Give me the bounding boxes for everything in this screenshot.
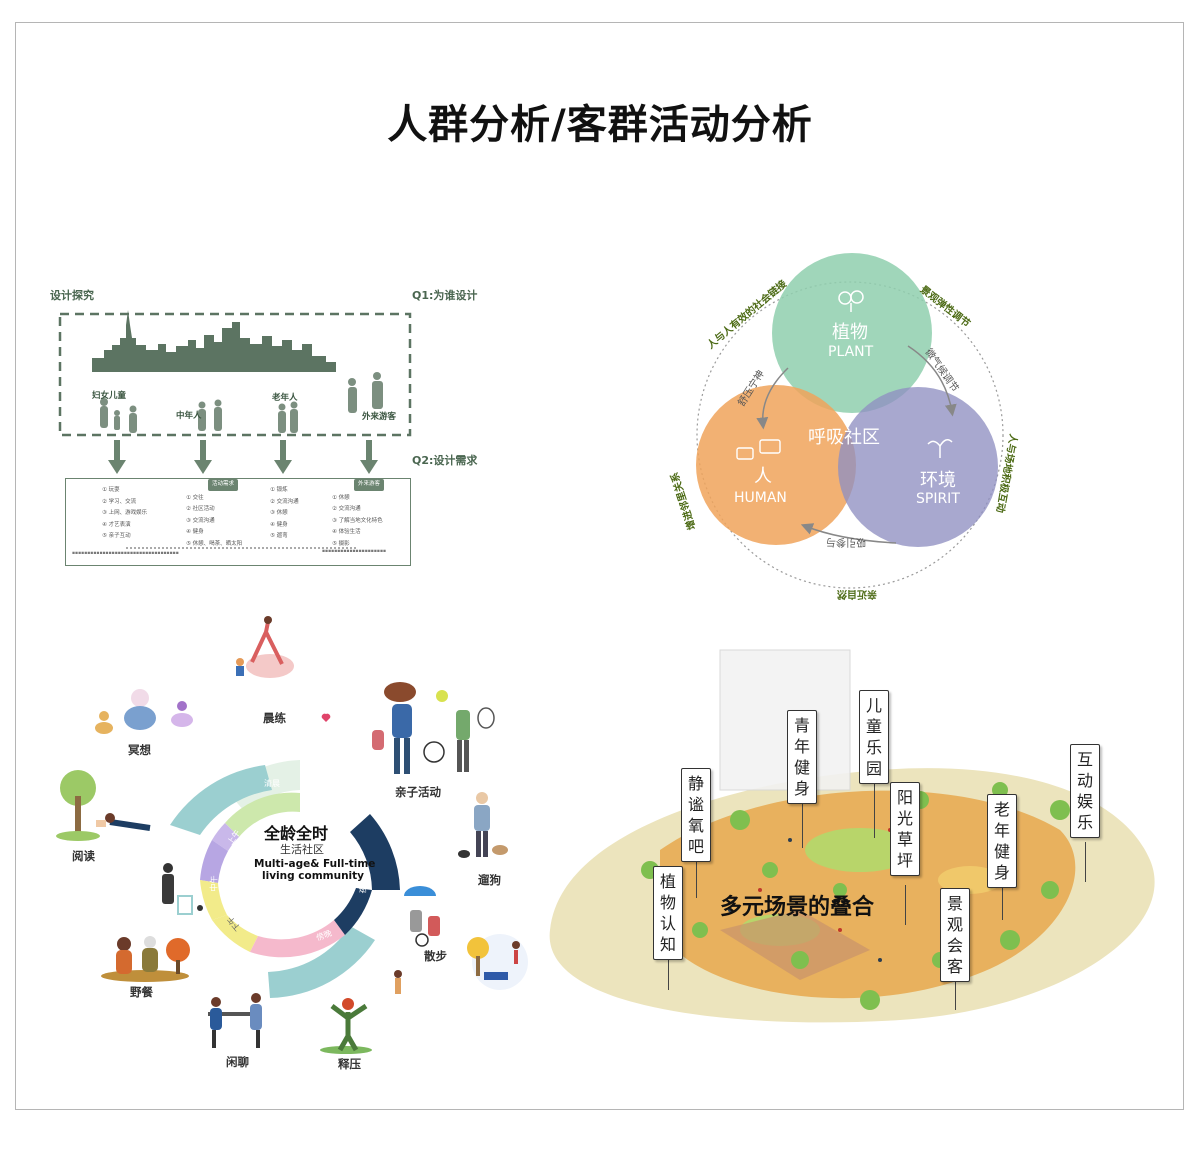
needs-table: ① 玩耍 ② 学习、交流 ③ 上网、游戏娱乐 ④ 才艺表演 ⑤ 亲子互动 活动需… [65, 478, 411, 566]
morning-exercise-illustration [236, 616, 294, 678]
activity-label: 阅读 [72, 849, 95, 863]
group-visitors: 外来游客 [362, 412, 397, 422]
need-item: ② 学习、交流 [102, 498, 137, 505]
picnic-illustration [101, 936, 190, 982]
reading-illustration [56, 770, 151, 841]
need-item: ④ 健身 [270, 521, 288, 528]
center-label: 呼吸社区 [808, 427, 880, 448]
need-item: ③ 了解当地文化特色 [332, 517, 383, 524]
sprout-icon [927, 439, 953, 458]
need-item: ⑤ 遛弯 [270, 533, 288, 539]
human-circle [696, 385, 856, 545]
activity-label: 冥想 [128, 743, 151, 757]
q1-label: Q1:为谁设计 [412, 289, 478, 302]
group-elderly: 老年人 [272, 393, 298, 403]
heart-icon [321, 713, 331, 722]
design-explore-label: 设计探究 [50, 289, 94, 302]
need-item: ① 休憩 [332, 494, 350, 501]
skyline-illustration [58, 310, 412, 474]
page-title: 人群分析/客群活动分析 [387, 102, 813, 148]
group-women-children: 妇女儿童 [92, 391, 127, 401]
plant-icon [838, 290, 864, 312]
ring-segment-label: 清晨 [264, 779, 280, 788]
spirit-en: SPIRIT [916, 491, 960, 507]
activity-label: 散步 [424, 949, 447, 963]
strolling-illustration [404, 886, 440, 947]
q2-label: Q2:设计需求 [412, 454, 478, 467]
design-exploration-panel: 设计探究 Q1:为谁设计 Q2:设计需求 妇女儿童 中年人 老年人 外来游客 [0, 0, 600, 600]
venn-svg [696, 253, 1004, 589]
activity-label: 野餐 [130, 985, 153, 999]
need-item: ④ 才艺表演 [102, 521, 131, 528]
spirit-cn: 环境 [920, 470, 956, 491]
needs-column-3: ① 锻炼 ② 交流沟通 ③ 休憩 ④ 健身 ⑤ 遛弯 [270, 485, 350, 543]
ring-segment-label: 中午 [209, 875, 219, 892]
need-item: ⑤ 摄影 [332, 540, 350, 547]
breathing-community-diagram: 植物 PLANT 人 HUMAN 环境 SPIRIT 呼吸社区 舒压宁神 微气候… [600, 240, 1200, 620]
plant-en: PLANT [828, 344, 874, 360]
need-item: ① 玩耍 [102, 487, 120, 493]
need-item: ③ 休憩 [270, 510, 288, 516]
outer-arc-label: 亲近自然 [837, 588, 877, 599]
stress-relief-illustration [320, 970, 402, 1054]
activity-label: 晨练 [263, 711, 286, 725]
ring-center-sub: 生活社区 [280, 843, 324, 856]
meditation-illustration [95, 689, 193, 734]
needs-column-4: 外来游客 ① 休憩 ② 交流沟通 ③ 了解当地文化特色 ④ 体验生活 ⑤ 摄影 [332, 479, 412, 550]
needs-column-2: 活动需求 ① 交往 ② 社区活动 ③ 交流沟通 ④ 健身 ⑤ 休憩、喝茶、晒太阳 [186, 479, 266, 550]
need-item: ② 交流沟通 [270, 498, 299, 505]
need-item: ④ 健身 [186, 529, 204, 535]
parent-child-illustration [372, 682, 495, 774]
need-item: ② 交流沟通 [332, 506, 361, 512]
activity-label: 闲聊 [226, 1055, 249, 1069]
inner-arrow-label: 吸引参与 [826, 536, 866, 547]
needs-column-head: 外来游客 [354, 479, 385, 491]
page-frame [15, 22, 1184, 1110]
need-item: ① 交往 [186, 494, 204, 501]
chatting-illustration [208, 993, 262, 1048]
park-bench-illustration [467, 934, 528, 990]
time-ring-svg [56, 616, 528, 1054]
activity-label: 亲子活动 [395, 785, 441, 799]
need-item: ③ 交流沟通 [186, 517, 215, 524]
need-item: ③ 上网、游戏娱乐 [102, 510, 148, 516]
needs-column-1: ① 玩耍 ② 学习、交流 ③ 上网、游戏娱乐 ④ 才艺表演 ⑤ 亲子互动 [102, 485, 182, 543]
human-en: HUMAN [734, 490, 787, 506]
ring-center-en1: Multi-age& Full-time [254, 858, 376, 870]
need-item: ② 社区活动 [186, 506, 215, 512]
need-item: ⑤ 休憩、喝茶、晒太阳 [186, 540, 243, 547]
needs-column-head: 活动需求 [208, 479, 239, 491]
musician-illustration [162, 863, 203, 915]
plant-cn: 植物 [832, 322, 868, 343]
human-cn: 人 [754, 466, 772, 487]
chat-icon [736, 439, 781, 460]
ring-center-cn: 全龄全时 [264, 824, 329, 843]
full-age-community-panel: 全龄全时 生活社区 Multi-age& Full-time living co… [0, 600, 600, 1100]
ring-center-en2: living community [262, 870, 365, 882]
dog-walking-illustration [458, 792, 508, 858]
footnote-right: ▪▪▪▪▪▪▪▪▪▪▪▪▪▪▪▪▪▪▪▪▪ [322, 549, 387, 554]
need-item: ⑤ 亲子互动 [102, 533, 131, 539]
spirit-circle [838, 387, 998, 547]
need-item: ① 锻炼 [270, 487, 288, 493]
activity-label: 遛狗 [478, 873, 501, 887]
activity-label: 释压 [338, 1057, 361, 1071]
footnote-left: ▪▪▪▪▪▪▪▪▪▪▪▪▪▪▪▪▪▪▪▪▪▪▪▪▪▪▪▪▪▪▪▪▪▪▪ [72, 551, 179, 556]
group-middle-aged: 中年人 [176, 411, 202, 421]
need-item: ④ 体验生活 [332, 529, 361, 535]
plant-circle [772, 253, 932, 413]
